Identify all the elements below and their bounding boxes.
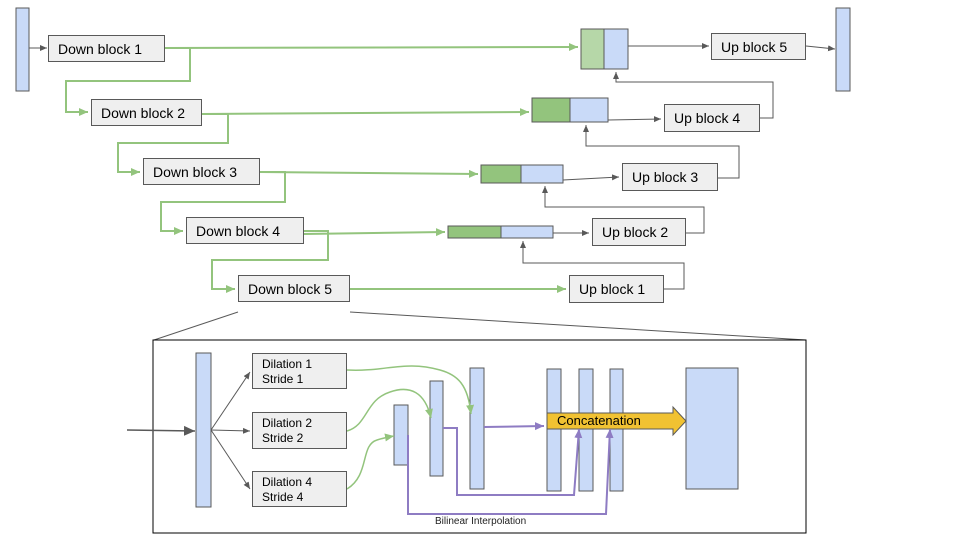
up-block-4: Up block 4: [664, 104, 760, 132]
bilinear-interpolation-label: Bilinear Interpolation: [435, 516, 527, 527]
concat-bar-1: [546, 368, 562, 492]
down-block-3-label: Down block 3: [153, 163, 238, 180]
feature-bar-medium: [429, 380, 444, 477]
dilation-block-3-line2: Stride 4: [262, 490, 304, 504]
dilation-curve-2: [346, 388, 433, 432]
zoom-line-right: [349, 311, 807, 341]
concatenation-arrow: [546, 405, 687, 437]
fan-arrow-2: [210, 427, 251, 434]
up-block-4-label: Up block 4: [674, 110, 741, 126]
up-block-3-label: Up block 3: [632, 169, 699, 185]
down-path-1-2: [65, 47, 191, 116]
skip-connection-4: [303, 228, 446, 237]
down-block-4-label: Down block 4: [196, 222, 281, 239]
concat-block-3: [480, 164, 564, 184]
up3-feedback: [583, 125, 740, 179]
concat-block-2: [447, 225, 554, 239]
dilation-curve-1: [346, 365, 475, 415]
feature-bar-large: [469, 367, 485, 490]
down-block-1-label: Down block 1: [58, 40, 143, 57]
dilation-curve-3: [346, 433, 395, 490]
up1-feedback: [520, 241, 685, 290]
dilation-block-3: Dilation 4 Stride 4: [252, 471, 347, 507]
skip-connection-3: [259, 169, 479, 178]
concatenation-label: Concatenation: [557, 413, 641, 428]
down-block-5-label: Down block 5: [248, 280, 333, 297]
dilation-block-2-line1: Dilation 2: [262, 416, 313, 430]
purple-arrow-small: [407, 428, 614, 515]
dilation-block-1-line1: Dilation 1: [262, 357, 313, 371]
dilation-block-1-line2: Stride 1: [262, 372, 304, 386]
fan-arrow-3: [210, 429, 251, 490]
skip-connection-2: [201, 108, 530, 117]
up-block-5-label: Up block 5: [721, 38, 788, 55]
up-block-3: Up block 3: [622, 163, 718, 191]
purple-arrow-large: [483, 422, 545, 431]
purple-arrow-medium: [443, 427, 583, 496]
concat-to-up3: [562, 174, 620, 181]
up-block-1: Up block 1: [569, 275, 664, 303]
feature-bar-small: [393, 404, 409, 466]
skip-connection-1: [163, 43, 579, 52]
dilation-block-2: Dilation 2 Stride 2: [252, 412, 347, 449]
concat-bar-2: [578, 368, 594, 492]
dilation-block-3-line1: Dilation 4: [262, 475, 313, 489]
detail-panel: [152, 339, 807, 534]
fan-arrow-1: [210, 371, 251, 431]
up-block-2: Up block 2: [592, 218, 686, 246]
output-feature-block: [685, 367, 739, 490]
down-block-3: Down block 3: [143, 158, 260, 185]
input-bar: [15, 7, 30, 92]
down-path-4-5: [211, 230, 329, 293]
dilation-block-1: Dilation 1 Stride 1: [252, 353, 347, 389]
down-block-5: Down block 5: [238, 275, 350, 302]
down-block-2: Down block 2: [91, 99, 202, 126]
concat-block-4: [531, 97, 609, 123]
concat-bar-3: [609, 368, 624, 492]
up4-feedback: [613, 72, 774, 119]
down-block-2-label: Down block 2: [101, 104, 186, 121]
concat-block-5: [580, 28, 629, 70]
output-arrow: [805, 45, 836, 52]
up2-feedback: [542, 186, 705, 234]
output-bar: [835, 7, 851, 92]
down-path-2-3: [117, 113, 229, 176]
detail-input-arrow: [126, 425, 196, 436]
dilation-block-2-line2: Stride 2: [262, 431, 304, 445]
up-block-5: Up block 5: [711, 33, 806, 60]
down-block-4: Down block 4: [186, 217, 304, 244]
up-block-1-label: Up block 1: [579, 281, 646, 297]
detail-input-bar: [195, 352, 212, 508]
concat-to-up4: [607, 116, 662, 123]
down-path-3-4: [160, 171, 286, 235]
up-block-2-label: Up block 2: [602, 224, 669, 240]
zoom-line-left: [153, 311, 239, 341]
down-block-1: Down block 1: [48, 35, 165, 62]
